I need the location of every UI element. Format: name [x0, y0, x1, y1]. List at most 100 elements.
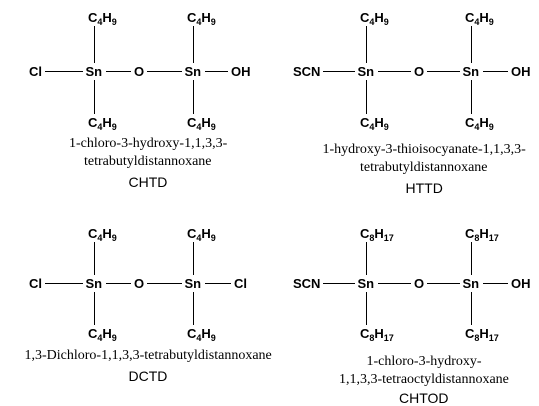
alkyl-hydrogen-count: 9: [210, 332, 216, 343]
alkyl-hydrogen-symbol: H: [201, 9, 211, 25]
left-group: Cl: [29, 63, 42, 79]
compound-name-line-1: 1,3-Dichloro-1,1,3,3-tetrabutyldistannox…: [24, 348, 272, 363]
bond-sn2-right: [204, 71, 228, 72]
alkyl-hydrogen-count: 9: [488, 121, 494, 132]
compound-name-line-1: 1-chloro-3-hydroxy-1,1,3,3-: [69, 136, 228, 151]
alkyl-carbon-symbol: C: [187, 225, 197, 241]
alkyl-carbon-count: 8: [369, 332, 375, 343]
alkyl-hydrogen-count: 17: [488, 332, 499, 343]
alkyl-carbon-symbol: C: [465, 325, 475, 341]
bond-sn2-alkyl-top: [471, 242, 472, 275]
bond-sn2-alkyl-bottom: [471, 80, 472, 114]
bond-sn1-alkyl-bottom: [366, 292, 367, 325]
alkyl-hydrogen-count: 9: [111, 232, 117, 243]
compound-abbreviation: CHTOD: [399, 390, 449, 406]
bond-sn1-o: [105, 283, 131, 284]
bond-sn2-alkyl-bottom: [193, 80, 194, 114]
bond-sn1-alkyl-top: [366, 242, 367, 275]
bond-left-sn1: [323, 71, 355, 72]
bond-left-sn1: [45, 71, 83, 72]
alkyl-carbon-count: 4: [196, 121, 202, 132]
bond-sn1-alkyl-top: [366, 26, 367, 63]
alkyl-carbon-symbol: C: [465, 9, 475, 25]
alkyl-hydrogen-count: 9: [111, 332, 117, 343]
tin-atom-2: Sn: [184, 275, 202, 291]
alkyl-hydrogen-count: 9: [210, 232, 216, 243]
bond-sn1-alkyl-bottom: [366, 80, 367, 114]
bond-o-sn2: [427, 283, 460, 284]
right-group: Cl: [234, 275, 247, 291]
alkyl-carbon-count: 8: [369, 232, 375, 243]
alkyl-hydrogen-symbol: H: [479, 9, 489, 25]
right-group: OH: [511, 275, 531, 291]
tin-atom-1: Sn: [85, 63, 103, 79]
alkyl-hydrogen-symbol: H: [201, 325, 211, 341]
alkyl-carbon-symbol: C: [88, 114, 98, 130]
alkyl-hydrogen-symbol: H: [201, 114, 211, 130]
alkyl-carbon-count: 8: [474, 332, 480, 343]
bond-sn2-right: [482, 71, 508, 72]
tin-atom-2: Sn: [184, 63, 202, 79]
alkyl-carbon-count: 4: [369, 121, 375, 132]
alkyl-hydrogen-symbol: H: [374, 225, 384, 241]
alkyl-hydrogen-count: 17: [383, 332, 394, 343]
alkyl-hydrogen-count: 9: [488, 16, 494, 27]
bond-left-sn1: [323, 283, 355, 284]
alkyl-bottom-1: C4H9: [360, 116, 389, 132]
alkyl-hydrogen-symbol: H: [479, 114, 489, 130]
alkyl-carbon-count: 4: [474, 121, 480, 132]
alkyl-hydrogen-symbol: H: [479, 225, 489, 241]
bond-sn1-o: [377, 283, 411, 284]
compound-name-line-2: 1,1,3,3-tetraoctyldistannoxane: [339, 372, 509, 387]
compound-abbreviation: CHTD: [128, 174, 168, 190]
compound-name-line-2: tetrabutyldistannoxane: [84, 154, 212, 169]
alkyl-carbon-count: 4: [97, 16, 103, 27]
bond-left-sn1: [45, 283, 83, 284]
compound-name-line-1: 1-chloro-3-hydroxy-: [366, 354, 482, 369]
bond-sn1-alkyl-bottom: [94, 80, 95, 114]
alkyl-bottom-1: C4H9: [88, 327, 117, 343]
alkyl-top-1: C8H17: [360, 225, 394, 243]
alkyl-carbon-count: 4: [369, 16, 375, 27]
tin-atom-2: Sn: [462, 275, 480, 291]
bond-sn2-alkyl-top: [471, 26, 472, 63]
alkyl-carbon-symbol: C: [360, 9, 370, 25]
bond-sn1-alkyl-top: [94, 242, 95, 275]
alkyl-top-2: C8H17: [465, 225, 499, 243]
alkyl-bottom-2: C4H9: [465, 114, 494, 132]
alkyl-carbon-symbol: C: [187, 325, 197, 341]
alkyl-top-2: C4H9: [465, 9, 494, 27]
left-group: SCN: [293, 63, 321, 79]
alkyl-hydrogen-count: 9: [111, 16, 117, 27]
alkyl-hydrogen-symbol: H: [201, 225, 211, 241]
alkyl-bottom-2: C4H9: [187, 325, 216, 343]
alkyl-hydrogen-count: 9: [210, 121, 216, 132]
alkyl-hydrogen-symbol: H: [374, 325, 384, 341]
alkyl-hydrogen-count: 9: [383, 16, 389, 27]
alkyl-top-1: C4H9: [88, 11, 117, 27]
bond-sn2-alkyl-bottom: [193, 292, 194, 325]
alkyl-carbon-symbol: C: [88, 225, 98, 241]
compound-name-line-1: 1-hydroxy-3-thioisocyanate-1,1,3,3-: [322, 142, 526, 157]
bond-sn1-alkyl-top: [94, 26, 95, 63]
alkyl-hydrogen-count: 17: [488, 232, 499, 243]
alkyl-hydrogen-symbol: H: [479, 325, 489, 341]
right-group: OH: [231, 63, 251, 79]
alkyl-hydrogen-count: 9: [383, 121, 389, 132]
alkyl-carbon-symbol: C: [360, 225, 370, 241]
alkyl-carbon-count: 4: [196, 332, 202, 343]
alkyl-carbon-count: 4: [474, 16, 480, 27]
bridging-oxygen: O: [134, 275, 145, 291]
alkyl-hydrogen-symbol: H: [102, 114, 112, 130]
alkyl-carbon-count: 4: [97, 232, 103, 243]
alkyl-carbon-count: 4: [196, 16, 202, 27]
alkyl-top-2: C4H9: [187, 225, 216, 243]
alkyl-carbon-symbol: C: [187, 9, 197, 25]
alkyl-hydrogen-symbol: H: [374, 9, 384, 25]
compound-name-line-2: tetrabutyldistannoxane: [360, 160, 488, 175]
alkyl-hydrogen-count: 9: [111, 121, 117, 132]
bond-sn2-alkyl-bottom: [471, 292, 472, 325]
bond-sn2-right: [482, 283, 508, 284]
alkyl-carbon-symbol: C: [187, 114, 197, 130]
alkyl-top-1: C4H9: [88, 225, 117, 243]
